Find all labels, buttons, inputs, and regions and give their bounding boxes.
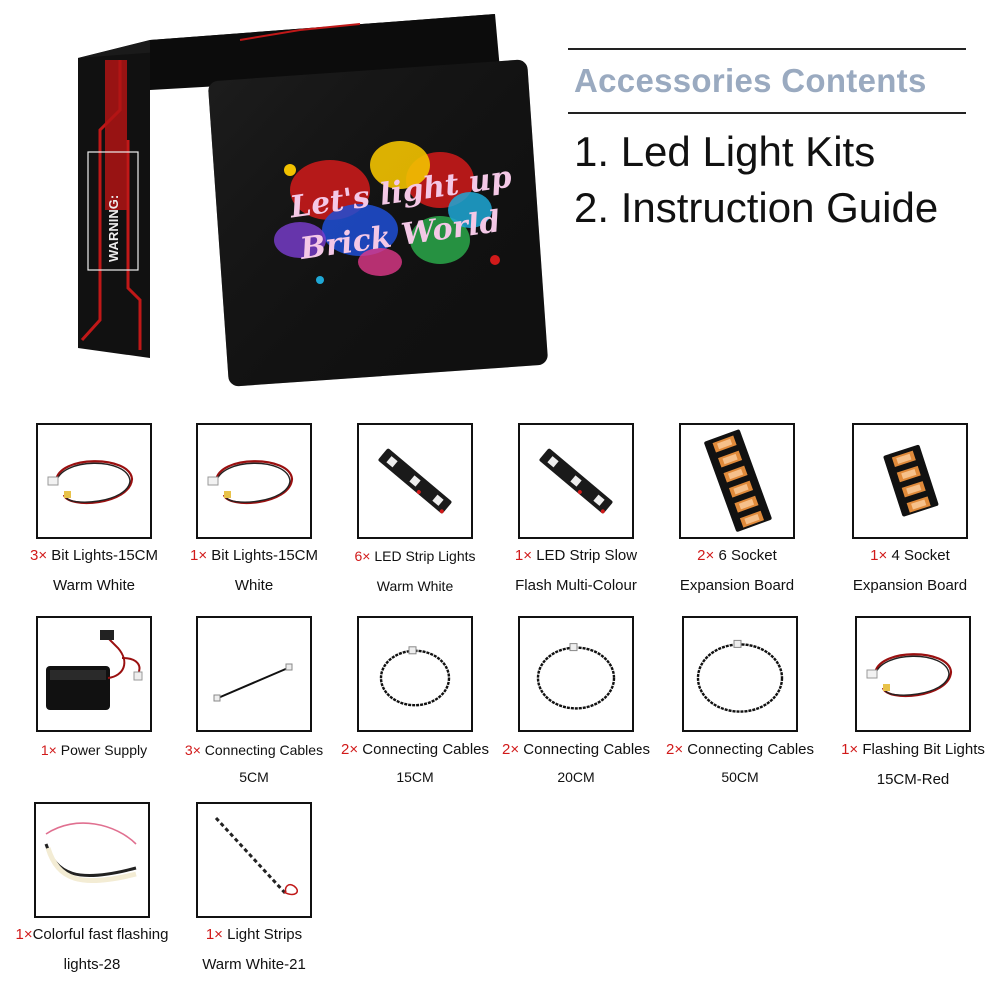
expansion-board-icon (681, 425, 793, 537)
item-quantity: 2× (665, 741, 688, 758)
header-rule-top (568, 48, 966, 50)
item-caption-line2: 15CM-Red (876, 771, 950, 788)
item-quantity: 6× (354, 548, 375, 564)
warning-label (87, 151, 139, 271)
item-caption-line1: 2× 6 Socket (642, 541, 832, 571)
item-quantity: 1× (190, 547, 212, 564)
contents-line: 2. Instruction Guide (574, 184, 939, 231)
item-caption-line1: 2× Connecting Cables (481, 735, 671, 765)
contents-line: 1. Led Light Kits (574, 128, 876, 175)
item-quantity: 2× (697, 547, 719, 564)
item-label: 6 Socket (718, 547, 777, 564)
paint-splash-graphic (274, 141, 500, 284)
cable-icon (198, 618, 310, 730)
item-caption-line2: 5CM (239, 769, 269, 785)
expansion-board-icon (854, 425, 966, 537)
led-strip-icon (520, 425, 632, 537)
item-caption-line2: Flash Multi-Colour (515, 577, 637, 594)
item-label: Flashing Bit Lights (862, 741, 985, 758)
item-caption-line2: 50CM (721, 769, 759, 785)
cable-icon (520, 618, 632, 730)
item-label: Connecting Cables (362, 741, 490, 758)
item-label: Connecting Cables (687, 741, 815, 758)
item-quantity: 1× (40, 742, 61, 758)
light-strip-icon (36, 804, 148, 916)
item-quantity: 2× (501, 741, 524, 758)
item-thumbnail (36, 423, 152, 539)
item-thumbnail (196, 616, 312, 732)
item-quantity: 1× (205, 926, 228, 943)
item-thumbnail (357, 423, 473, 539)
item-thumbnail (36, 616, 152, 732)
item-caption-line1: 1×Colorful fast flashing (0, 920, 187, 950)
item-thumbnail (682, 616, 798, 732)
bit-light-icon (38, 425, 150, 537)
item-label: 4 Socket (891, 547, 950, 564)
item-caption-line1: 2× Connecting Cables (645, 735, 835, 765)
item-caption-line2: White (234, 577, 274, 594)
item-thumbnail (34, 802, 150, 918)
item-quantity: 1× (15, 926, 33, 943)
item-quantity: 1× (514, 547, 537, 564)
item-caption-line2: lights-28 (63, 956, 121, 973)
item-caption-line2: Warm White (53, 577, 135, 594)
item-label: Bit Lights-15CM (211, 547, 318, 564)
item-thumbnail (196, 802, 312, 918)
item-thumbnail (518, 423, 634, 539)
product-box-illustration: WARNING: Let's light up Bric (0, 0, 560, 400)
item-caption-line1: 3× Bit Lights-15CM (0, 541, 189, 571)
battery-box-icon (38, 618, 150, 730)
warning-text: WARNING: (106, 195, 121, 262)
header-rule-bottom (568, 112, 966, 114)
item-thumbnail (357, 616, 473, 732)
item-label: Colorful fast flashing (32, 926, 169, 943)
item-thumbnail (855, 616, 971, 732)
led-strip-icon (359, 425, 471, 537)
item-thumbnail (518, 616, 634, 732)
light-strip-icon (198, 804, 310, 916)
accessories-title: Accessories Contents (574, 62, 927, 99)
item-caption-line1: 2× Connecting Cables (320, 735, 510, 765)
item-label: Light Strips (227, 926, 303, 943)
item-caption-line2: Warm White (376, 578, 454, 594)
item-caption-line1: 1× Power Supply (0, 735, 189, 765)
item-thumbnail (679, 423, 795, 539)
item-caption-line2: 20CM (557, 769, 595, 785)
item-caption-line1: 1× Light Strips (159, 920, 349, 950)
item-label: Connecting Cables (204, 742, 324, 758)
item-label: LED Strip Slow (536, 547, 638, 564)
item-quantity: 1× (841, 741, 863, 758)
item-label: Power Supply (60, 742, 148, 758)
item-quantity: 3× (184, 742, 205, 758)
item-thumbnail (196, 423, 312, 539)
item-caption-line2: 15CM (396, 769, 434, 785)
contents-list: 1. Led Light Kits 2. Instruction Guide (574, 124, 938, 236)
item-label: LED Strip Lights (374, 548, 476, 564)
bit-light-icon (857, 618, 969, 730)
bit-light-icon (198, 425, 310, 537)
item-quantity: 3× (30, 547, 52, 564)
item-caption-line1: 1× Flashing Bit Lights (818, 735, 1000, 765)
cable-icon (684, 618, 796, 730)
item-caption-line2: Expansion Board (852, 577, 968, 594)
item-label: Bit Lights-15CM (51, 547, 158, 564)
item-caption-line1: 6× LED Strip Lights (320, 541, 510, 571)
item-caption-line1: 3× Connecting Cables (159, 735, 349, 765)
item-label: Connecting Cables (523, 741, 651, 758)
item-caption-line2: Warm White-21 (202, 956, 306, 973)
item-caption-line1: 1× Bit Lights-15CM (159, 541, 349, 571)
item-thumbnail (852, 423, 968, 539)
item-caption-line1: 1× LED Strip Slow (481, 541, 671, 571)
item-caption-line2: Expansion Board (679, 577, 795, 594)
item-caption-line1: 1× 4 Socket (815, 541, 1000, 571)
item-quantity: 1× (870, 547, 892, 564)
item-quantity: 2× (340, 741, 363, 758)
cable-icon (359, 618, 471, 730)
